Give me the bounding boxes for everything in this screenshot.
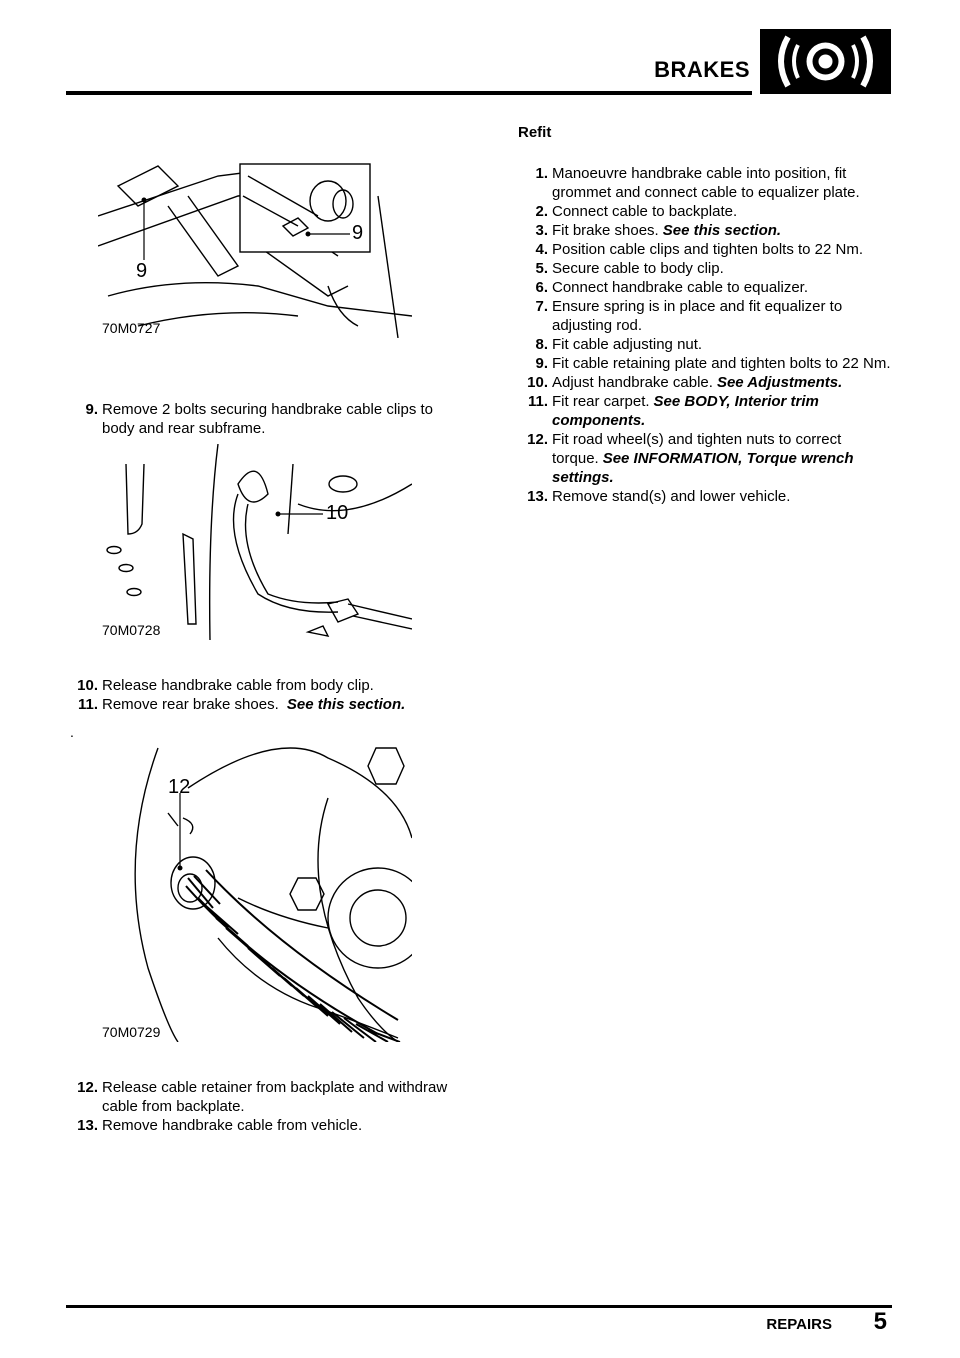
- header-rule: [66, 91, 752, 95]
- step-item: 12. Release cable retainer from backplat…: [66, 1078, 456, 1116]
- step-item: 13.Remove stand(s) and lower vehicle.: [516, 487, 894, 506]
- brake-disc-icon: [760, 29, 891, 94]
- step-text: Fit brake shoes.: [552, 222, 659, 239]
- step-text: Remove handbrake cable from vehicle.: [102, 1117, 363, 1134]
- step-item: 13. Remove handbrake cable from vehicle.: [66, 1116, 456, 1135]
- step-number: 6.: [535, 279, 548, 296]
- step-number: 2.: [535, 203, 548, 220]
- step-number: 12.: [77, 1079, 98, 1096]
- figure-backplate: 12 70M0729: [98, 738, 412, 1042]
- step-number: 10.: [527, 374, 548, 391]
- step-item: 7.Ensure spring is in place and fit equa…: [516, 297, 894, 335]
- step-number: 11.: [527, 393, 548, 410]
- step-text: Release handbrake cable from body clip.: [102, 677, 374, 694]
- step-number: 13.: [77, 1117, 98, 1134]
- step-item: 8.Fit cable adjusting nut.: [516, 335, 894, 354]
- step-text: Position cable clips and tighten bolts t…: [552, 241, 864, 258]
- step-item: 1.Manoeuvre handbrake cable into positio…: [516, 164, 894, 202]
- step-number: 5.: [535, 260, 548, 277]
- page-section-title: BRAKES: [654, 57, 750, 82]
- callout-label: 9: [352, 222, 364, 244]
- footer-section-label: REPAIRS: [766, 1316, 832, 1333]
- callout-label: 10: [326, 502, 349, 524]
- cross-reference: See this section.: [662, 222, 782, 239]
- refit-steps: 1.Manoeuvre handbrake cable into positio…: [516, 164, 894, 506]
- step-number: 10.: [77, 677, 98, 694]
- step-text: Fit road wheel(s) and tighten nuts to co…: [552, 431, 842, 467]
- step-item: 10.Adjust handbrake cable.See Adjustment…: [516, 373, 894, 392]
- step-text: Remove 2 bolts securing handbrake cable …: [102, 401, 434, 437]
- cross-reference: See Adjustments.: [716, 374, 843, 391]
- footer-rule: [66, 1305, 892, 1308]
- step-item: 3.Fit brake shoes.See this section.: [516, 221, 894, 240]
- step-item: 10. Release handbrake cable from body cl…: [66, 676, 456, 695]
- figure-backplate-drawing: [134, 747, 412, 1042]
- step-number: 4.: [535, 241, 548, 258]
- removal-steps-c: 12. Release cable retainer from backplat…: [66, 1078, 456, 1135]
- step-number: 1.: [535, 165, 548, 182]
- removal-steps-a: 9. Remove 2 bolts securing handbrake cab…: [66, 400, 456, 438]
- step-text: Fit cable adjusting nut.: [552, 336, 703, 353]
- step-number: 9.: [85, 401, 98, 418]
- step-text: Ensure spring is in place and fit equali…: [552, 298, 843, 334]
- figure-body-clip-drawing: [106, 444, 412, 640]
- figure-cable-clips-drawing: [98, 163, 412, 338]
- refit-heading: Refit: [518, 124, 552, 141]
- step-text: Fit cable retaining plate and tighten bo…: [552, 355, 891, 372]
- step-number: 9.: [535, 355, 548, 372]
- figure-body-clip: 10 70M0728: [98, 444, 412, 640]
- step-number: 12.: [527, 431, 548, 448]
- cross-reference: See this section.: [286, 696, 406, 713]
- figure-code: 70M0729: [102, 1024, 161, 1040]
- figure-code: 70M0728: [102, 622, 161, 638]
- step-text: Connect handbrake cable to equalizer.: [552, 279, 809, 296]
- step-text: Manoeuvre handbrake cable into position,…: [552, 165, 860, 201]
- step-item: 2.Connect cable to backplate.: [516, 202, 894, 221]
- figure-cable-clips: 9 9 70M0727: [98, 156, 412, 338]
- step-item: 4.Position cable clips and tighten bolts…: [516, 240, 894, 259]
- step-number: 11.: [77, 696, 98, 713]
- step-item: 6.Connect handbrake cable to equalizer.: [516, 278, 894, 297]
- step-item: 12.Fit road wheel(s) and tighten nuts to…: [516, 430, 894, 487]
- removal-steps-b: 10. Release handbrake cable from body cl…: [66, 676, 456, 714]
- step-number: 3.: [535, 222, 548, 239]
- step-item: 11. Remove rear brake shoes. See this se…: [66, 695, 456, 714]
- page-number: 5: [873, 1308, 887, 1335]
- step-text: Release cable retainer from backplate an…: [102, 1079, 448, 1115]
- step-text: Fit rear carpet.: [552, 393, 650, 410]
- step-number: 8.: [535, 336, 548, 353]
- step-text: Remove stand(s) and lower vehicle.: [552, 488, 791, 505]
- step-item: 9.Fit cable retaining plate and tighten …: [516, 354, 894, 373]
- step-item: 11.Fit rear carpet.See BODY, Interior tr…: [516, 392, 894, 430]
- callout-label: 12: [168, 776, 191, 798]
- step-item: 9. Remove 2 bolts securing handbrake cab…: [66, 400, 456, 438]
- step-text: Connect cable to backplate.: [552, 203, 738, 220]
- stray-mark: .: [70, 724, 74, 740]
- step-number: 7.: [535, 298, 548, 315]
- step-text: Secure cable to body clip.: [552, 260, 724, 277]
- figure-code: 70M0727: [102, 320, 161, 336]
- step-item: 5.Secure cable to body clip.: [516, 259, 894, 278]
- step-number: 13.: [527, 488, 548, 505]
- step-text: Adjust handbrake cable.: [552, 374, 713, 391]
- callout-label: 9: [136, 260, 148, 282]
- cross-reference: See BODY, Interior trim components.: [552, 393, 819, 429]
- step-text: Remove rear brake shoes.: [102, 696, 279, 713]
- cross-reference: See INFORMATION, Torque wrench settings.: [552, 450, 854, 486]
